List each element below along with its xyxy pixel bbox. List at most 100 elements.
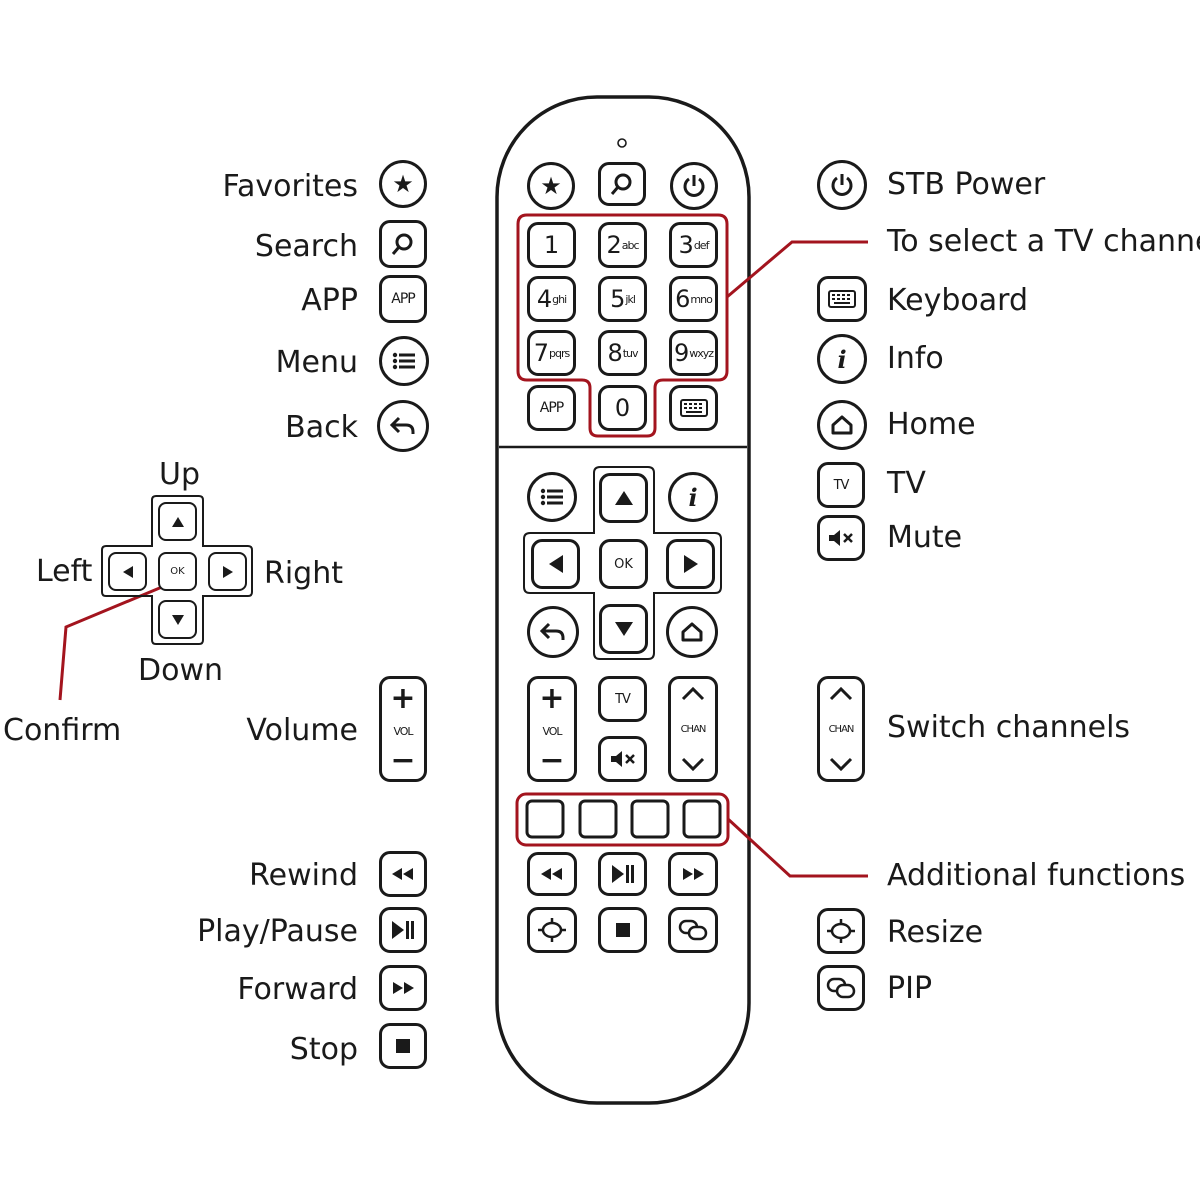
left-arrow-icon [548,555,563,573]
color-key-2 [578,799,618,839]
vol-up-button[interactable]: + [539,681,565,716]
legend-channel-rocker-icon: CHAN [817,676,865,782]
legend-ok-icon: OK [158,552,197,591]
remote-stop-button[interactable] [598,907,647,953]
letters: tuv [622,346,639,360]
remote-search-button[interactable] [598,162,646,206]
chan-down-icon[interactable] [681,757,705,771]
letters: ghi [552,292,567,306]
remote-app-button[interactable]: APP [527,385,576,431]
digit: 1 [543,231,560,259]
legend-menu-icon [379,336,429,386]
remote-volume-rocker[interactable]: + VOL − [527,676,577,782]
label-down: Down [138,653,224,688]
letters: mno [690,292,712,306]
remote-keyboard-button[interactable] [669,385,718,431]
remote-down-button[interactable] [599,604,648,654]
resize-icon [538,918,566,942]
remote-up-button[interactable] [599,473,648,523]
remote-ok-button[interactable]: OK [599,539,648,589]
label-mute: Mute [887,520,963,555]
label-search: Search [254,229,358,264]
letters: jkl [625,292,636,306]
label-play-pause: Play/Pause [197,914,358,949]
label-select-channel: To select a TV channel [887,224,1200,259]
remote-right-button[interactable] [666,539,715,589]
rewind-icon [541,868,562,880]
pip-icon [678,919,708,941]
label-right: Right [264,556,343,591]
remote-power-button[interactable] [670,162,718,210]
label-tv: TV [887,466,926,501]
remote-tv-button[interactable]: TV [598,676,647,722]
remote-back-button[interactable] [527,606,579,658]
legend-right-arrow-icon [208,552,247,591]
label-home: Home [887,407,976,442]
legend-mute-icon [817,515,865,561]
power-icon [683,175,705,197]
legend-forward-icon [379,965,427,1011]
remote-info-button[interactable]: i [668,472,718,522]
remote-favorites-button[interactable]: ★ [527,162,575,210]
digit: 5 [610,285,626,313]
chan-up-icon[interactable] [681,687,705,701]
label-back: Back [285,410,358,445]
up-arrow-icon [614,491,633,505]
stop-icon [615,923,630,937]
digit: 0 [614,394,631,422]
remote-rewind-button[interactable] [527,852,577,896]
legend-chan-up-icon [829,687,853,701]
label-rewind: Rewind [249,858,358,893]
label-left: Left [36,554,93,589]
additional-connector [726,817,868,878]
legend-info-icon: i [817,334,867,384]
label-confirm: Confirm [3,713,122,748]
forward-icon [683,868,704,880]
search-icon [610,173,632,195]
legend-search-icon [379,220,427,268]
remote-resize-button[interactable] [527,907,577,953]
remote-pip-button[interactable] [668,907,718,953]
label-favorites: Favorites [222,169,358,204]
remote-home-button[interactable] [666,606,718,658]
label-resize: Resize [887,915,984,950]
remote-play-pause-button[interactable] [598,852,647,896]
legend-back-icon [377,400,429,452]
letters: pqrs [549,346,570,360]
legend-up-arrow-icon [158,502,197,541]
legend-star-icon: ★ [379,160,427,208]
color-key-3 [630,799,670,839]
label-volume: Volume [246,713,358,748]
keypad-1[interactable]: 1 [527,222,576,268]
chan-text: CHAN [680,723,707,735]
label-forward: Forward [237,972,358,1007]
remote-channel-rocker[interactable]: CHAN [668,676,718,782]
vol-down-button[interactable]: − [539,743,565,778]
remote-dpad-frame [523,466,722,660]
letters: abc [621,238,640,252]
remote-left-button[interactable] [531,539,580,589]
legend-pip-icon [817,965,865,1011]
back-icon [539,622,565,640]
remote-menu-button[interactable] [527,472,577,522]
remote-mute-button[interactable] [598,736,647,782]
right-arrow-icon [683,555,698,573]
confirm-connector [58,585,163,701]
digit: 3 [678,231,694,259]
remote-forward-button[interactable] [668,852,718,896]
label-pip: PIP [887,971,933,1006]
keypad-0[interactable]: 0 [598,385,647,431]
legend-home-icon [817,400,867,450]
vol-text: VOL [542,724,562,738]
label-keyboard: Keyboard [887,283,1029,318]
mute-icon [610,751,635,767]
home-icon [681,622,703,642]
